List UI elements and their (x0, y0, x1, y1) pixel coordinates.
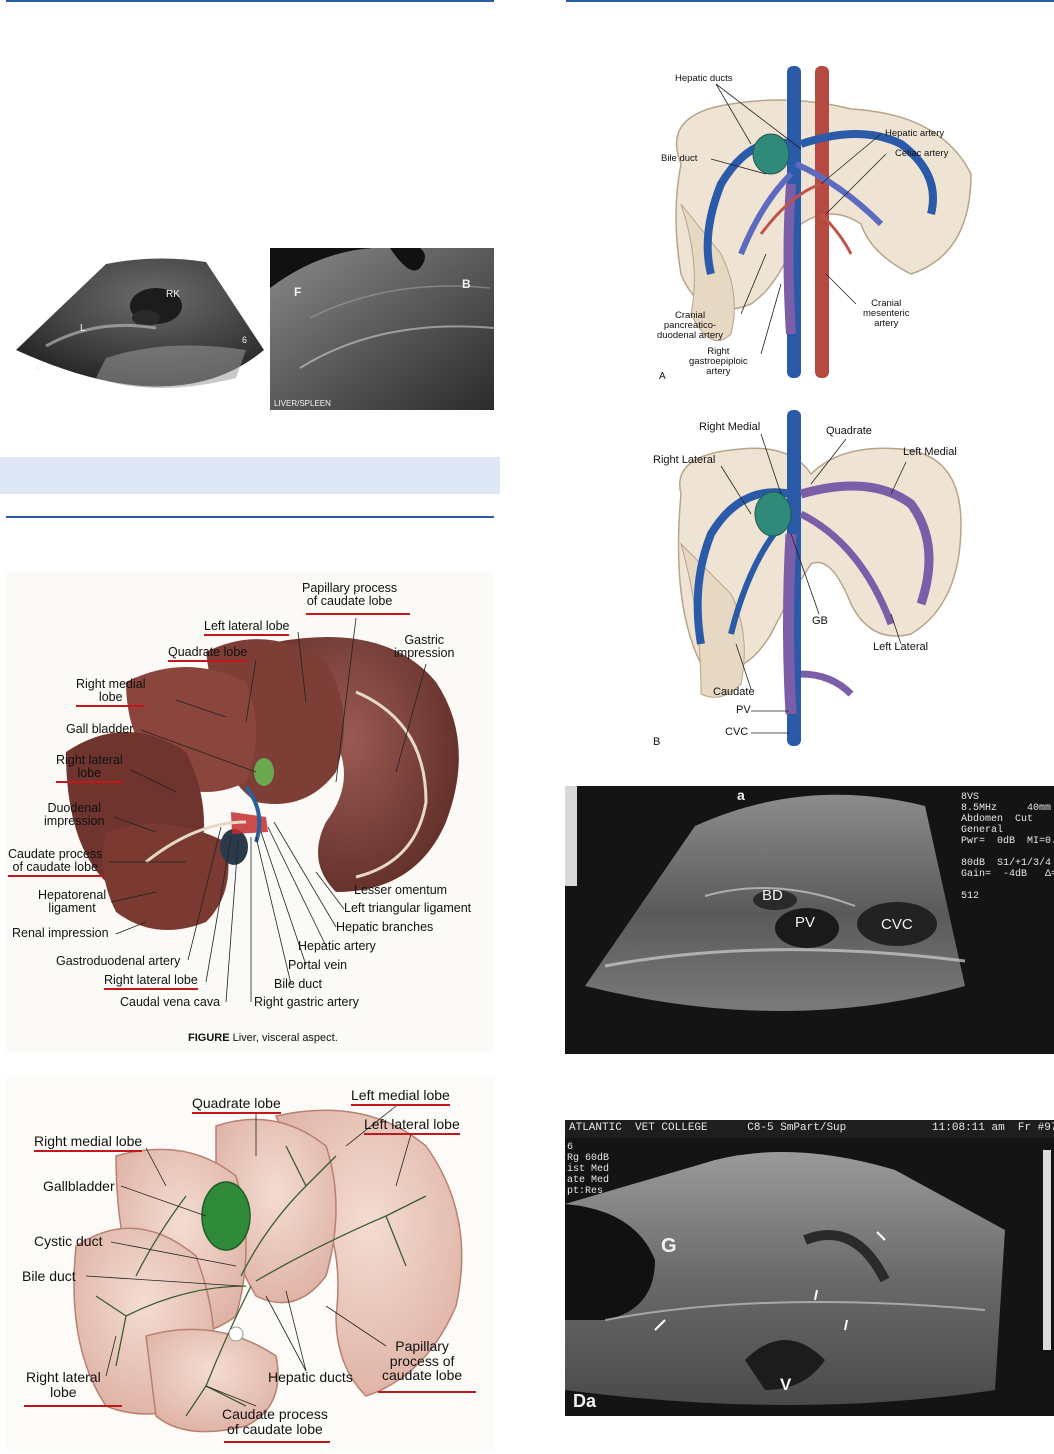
vis-label-left-triangular: Left triangular ligament (344, 902, 471, 915)
vb-label-right-medial: Right Medial (699, 422, 760, 434)
vis-label-portal-vein: Portal vein (288, 959, 347, 972)
vis-label-papillary: Papillary process of caudate lobe (302, 582, 397, 608)
vb-label-pv: PV (736, 705, 751, 717)
duct-underline-caudate (224, 1440, 330, 1443)
duct-label-bile: Bile duct (22, 1269, 76, 1284)
us-gb-header: ATLANTIC VET COLLEGE C8-5 SmPart/Sup 11:… (569, 1123, 1054, 1134)
us-portal-label-cvc: CVC (881, 917, 913, 932)
vb-label-gb: GB (812, 616, 828, 628)
vis-label-quadrate: Quadrate lobe (168, 646, 247, 662)
figure-bile-ducts: Quadrate lobe Left medial lobe Left late… (6, 1076, 494, 1452)
vb-label-quadrate: Quadrate (826, 426, 872, 438)
us-gb-label-g: G (661, 1236, 677, 1256)
vb-label-caudate: Caudate (713, 687, 755, 699)
vb-label-cvc: CVC (725, 727, 748, 739)
section-band (0, 457, 500, 494)
figure-liver-visceral: Papillary process of caudate lobe Left l… (6, 572, 494, 1052)
section-rule (6, 516, 494, 518)
vis-label-right-lateral: Right lateral lobe (56, 754, 123, 783)
us-portal-label-pv: PV (795, 915, 815, 930)
vis-label-left-lateral: Left lateral lobe (204, 620, 289, 636)
vis-label-caudate-process: Caudate process of caudate lobe (8, 848, 103, 877)
vis-label-right-medial: Right medial lobe (76, 678, 145, 707)
us-gb-label-v: V (780, 1376, 791, 1393)
duct-label-quadrate: Quadrate lobe (192, 1096, 281, 1114)
ultrasound-left: RK L D 6 (6, 258, 268, 408)
vb-label-right-lateral: Right Lateral (653, 455, 715, 467)
vb-label-left-lateral: Left Lateral (873, 642, 928, 654)
duct-label-left-lateral: Left lateral lobe (364, 1117, 460, 1135)
duct-label-left-medial: Left medial lobe (351, 1088, 450, 1106)
vis-label-right-gastric: Right gastric artery (254, 996, 359, 1009)
va-label-panel: A (659, 372, 666, 383)
vis-label-gall-bladder: Gall bladder (66, 723, 133, 736)
vb-label-panel: B (653, 737, 660, 749)
us-label-6: 6 (242, 336, 247, 345)
vis-caption: FIGURE Liver, visceral aspect. (188, 1033, 338, 1045)
vis-label-hepatorenal: Hepatorenal ligament (38, 889, 106, 915)
va-label-bile-duct: Bile duct (661, 154, 697, 164)
duct-label-right-lateral: Right lateral lobe (26, 1370, 101, 1399)
va-label-right-gastroepiploic: Right gastroepiploic artery (689, 347, 748, 377)
va-label-hepatic-artery: Hepatic artery (885, 129, 944, 139)
va-label-cranial-pancreatico: Cranial pancreatico- duodenal artery (657, 311, 723, 341)
us-label-rk: RK (166, 290, 180, 300)
vis-underline-papillary (306, 612, 410, 615)
us-portal-overlay: 8VS 8.5MHz 40mm Abdomen Cut General Pwr=… (961, 792, 1054, 902)
figure-vessels-a: Hepatic ducts Hepatic artery Celiac arte… (641, 54, 975, 384)
vis-caption-label: FIGURE (188, 1032, 230, 1044)
vis-label-gastroduodenal: Gastroduodenal artery (56, 955, 180, 968)
figure-vessels-b: Right Medial Quadrate Left Medial Right … (641, 404, 975, 752)
us-label-f: F (294, 286, 301, 298)
top-rule-left (6, 0, 494, 2)
ultrasound-gallbladder: ATLANTIC VET COLLEGE C8-5 SmPart/Sup 11:… (565, 1120, 1054, 1416)
va-label-celiac: Celiac artery (895, 149, 948, 159)
us-label-d: D (36, 362, 43, 371)
us-gb-side: 6 Rg 60dB ist Med ate Med pt:Res (567, 1142, 609, 1197)
vis-label-renal: Renal impression (12, 927, 109, 940)
vis-label-gastric: Gastric impression (394, 634, 454, 660)
vis-label-lesser-omentum: Lesser omentum (354, 884, 447, 897)
vis-label-hepatic-branches: Hepatic branches (336, 921, 433, 934)
us-gb-label-da: Da (573, 1392, 596, 1410)
vis-label-hepatic-artery: Hepatic artery (298, 940, 376, 953)
vis-label-right-lateral-lobe: Right lateral lobe (104, 974, 198, 990)
duct-label-hepatic-ducts: Hepatic ducts (268, 1370, 353, 1385)
vis-label-bile-duct: Bile duct (274, 978, 322, 991)
vis-label-duodenal: Duodenal impression (44, 802, 104, 828)
va-label-hepatic-ducts: Hepatic ducts (675, 74, 733, 84)
us-label-b: B (462, 278, 471, 290)
duct-label-cystic: Cystic duct (34, 1234, 102, 1249)
ultrasound-right: F B LIVER/SPLEEN (270, 248, 494, 410)
us-portal-label-bd: BD (762, 888, 783, 903)
vis-caption-text: Liver, visceral aspect. (233, 1032, 338, 1044)
us-portal-label-a: a (737, 788, 745, 802)
vis-label-caudal-vena-cava: Caudal vena cava (120, 996, 220, 1009)
vb-label-left-medial: Left Medial (903, 447, 957, 459)
us-label-l: L (80, 324, 86, 334)
top-rule-right (566, 0, 1054, 2)
va-label-cranial-mesenteric: Cranial mesenteric artery (863, 299, 909, 329)
duct-label-papillary: Papillary process of caudate lobe (382, 1339, 462, 1383)
us-footer: LIVER/SPLEEN (274, 400, 331, 408)
duct-underline-papillary (378, 1390, 476, 1393)
ultrasound-portal: a BD PV CVC 8VS 8.5MHz 40mm Abdomen Cut … (565, 786, 1054, 1054)
duct-underline-right-lateral (24, 1404, 122, 1407)
duct-label-right-medial: Right medial lobe (34, 1134, 142, 1152)
duct-label-gallbladder: Gallbladder (43, 1179, 115, 1194)
duct-label-caudate-process: Caudate process of caudate lobe (222, 1407, 328, 1436)
